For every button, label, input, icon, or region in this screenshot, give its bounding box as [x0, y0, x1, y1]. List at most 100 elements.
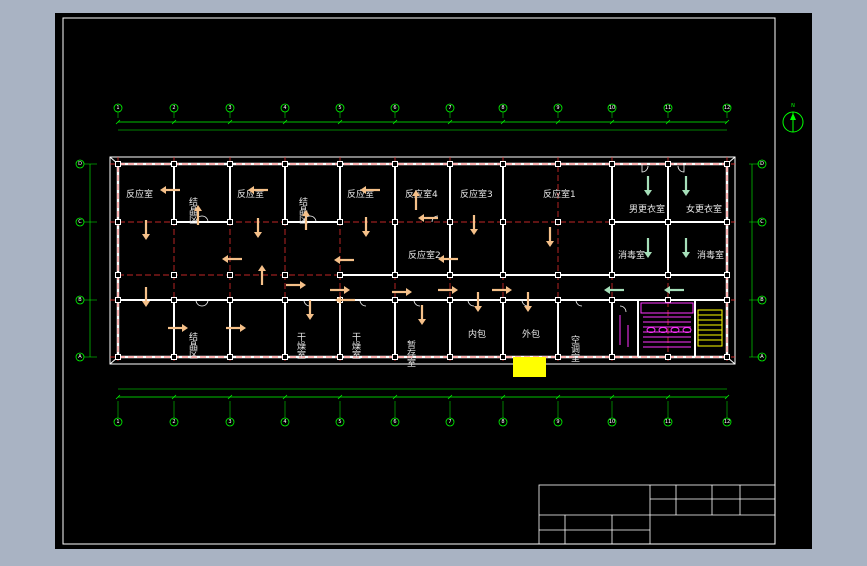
- axis-label: D: [760, 161, 764, 167]
- axis-label: 12: [724, 105, 730, 111]
- room-label: 女更衣室: [686, 203, 722, 215]
- flow-arrow: [412, 190, 420, 210]
- room-label: 暂存室: [405, 339, 416, 367]
- axis-bubble: [280, 417, 290, 427]
- axis-label: 8: [501, 105, 504, 111]
- flow-arrow: [492, 286, 512, 294]
- room-label: 结晶区: [187, 331, 198, 359]
- axis-label: C: [760, 219, 764, 225]
- flow-arrow: [142, 220, 150, 240]
- axis-bubble: [663, 417, 673, 427]
- axis-bubble: [169, 103, 179, 113]
- axis-bubble: [498, 417, 508, 427]
- axis-bubble: [335, 417, 345, 427]
- room-label: 干燥室: [295, 332, 306, 359]
- structural-columns: [115, 161, 730, 360]
- flow-arrow: [418, 214, 438, 222]
- axis-label: 1: [116, 419, 119, 425]
- room-label: 外包: [522, 328, 540, 340]
- axis-label: 8: [501, 419, 504, 425]
- flow-arrow: [222, 255, 242, 263]
- room-label: 反应室1: [543, 188, 576, 200]
- flow-arrow: [604, 286, 624, 294]
- axis-label: 1: [116, 105, 119, 111]
- drawing-frame: [62, 17, 776, 545]
- axis-label: 5: [338, 419, 341, 425]
- axis-label: B: [78, 297, 82, 303]
- flow-arrow: [258, 265, 266, 285]
- flow-arrow: [644, 176, 652, 196]
- flow-arrow: [418, 305, 426, 325]
- room-label: 反应室: [126, 188, 153, 200]
- axis-label: 11: [665, 105, 671, 111]
- axis-label: 10: [609, 419, 615, 425]
- axis-bubble: [390, 417, 400, 427]
- entrance-block: [513, 357, 546, 377]
- axis-label: 6: [393, 105, 396, 111]
- flow-arrows: [142, 176, 690, 332]
- flow-arrow: [664, 286, 684, 294]
- flow-arrow: [142, 287, 150, 307]
- flow-arrow: [226, 324, 246, 332]
- flow-arrow: [438, 286, 458, 294]
- flow-arrow: [438, 255, 458, 263]
- stair: [697, 309, 723, 347]
- flow-arrow: [254, 218, 262, 238]
- room-label: 反应室4: [405, 188, 438, 200]
- axis-label: B: [760, 297, 764, 303]
- room-label: 反应室2: [408, 249, 441, 261]
- axis-bubble: [498, 103, 508, 113]
- drawing-sheet: [55, 13, 812, 549]
- room-labels: 反应室 结晶区 反应室 结晶区 反应室 反应室4 反应室3 反应室1 男更衣室 …: [126, 188, 724, 367]
- axis-label: D: [78, 161, 82, 167]
- flow-arrow: [682, 238, 690, 258]
- axis-label: 4: [283, 105, 286, 111]
- toilet-fixtures: [619, 302, 694, 348]
- flow-arrow: [362, 217, 370, 237]
- axis-label: 12: [724, 419, 730, 425]
- axis-bubble: [445, 103, 455, 113]
- svg-text:N: N: [791, 103, 795, 109]
- axis-label: 10: [609, 105, 615, 111]
- axis-bubble: [607, 417, 617, 427]
- axis-bubble: [607, 103, 617, 113]
- axis-label: 3: [228, 105, 231, 111]
- room-label: 男更衣室: [629, 203, 665, 215]
- axis-label: 2: [172, 105, 175, 111]
- flow-arrow: [168, 324, 188, 332]
- axis-label: A: [760, 354, 764, 360]
- flow-arrow: [470, 215, 478, 235]
- flow-arrow: [302, 210, 310, 230]
- flow-arrow: [546, 227, 554, 247]
- room-label: 结晶区: [297, 196, 308, 224]
- axis-bubble: [225, 103, 235, 113]
- axis-label: 6: [393, 419, 396, 425]
- flow-arrow: [524, 292, 532, 312]
- flow-arrow: [392, 288, 412, 296]
- axis-label: A: [78, 354, 82, 360]
- axis-label: C: [78, 219, 82, 225]
- axis-label: 9: [556, 419, 559, 425]
- axis-bubble: [390, 103, 400, 113]
- flow-arrow: [160, 186, 180, 194]
- north-arrow-icon: N: [782, 103, 804, 133]
- flow-arrow: [334, 256, 354, 264]
- room-label: 消毒室: [618, 249, 645, 261]
- room-label: 空调室: [569, 334, 580, 362]
- flow-arrow: [682, 176, 690, 196]
- axis-bubble: [113, 417, 123, 427]
- axis-label: 4: [283, 419, 286, 425]
- axis-bubble: [113, 103, 123, 113]
- axis-bubble: [722, 103, 732, 113]
- room-label: 干燥室: [350, 332, 361, 359]
- flow-arrow: [248, 186, 268, 194]
- axis-bubble: [169, 417, 179, 427]
- room-label: 结晶区: [187, 196, 198, 224]
- axis-bubble: [225, 417, 235, 427]
- axis-label: 3: [228, 419, 231, 425]
- axis-bubble: [553, 417, 563, 427]
- flow-arrow: [360, 186, 380, 194]
